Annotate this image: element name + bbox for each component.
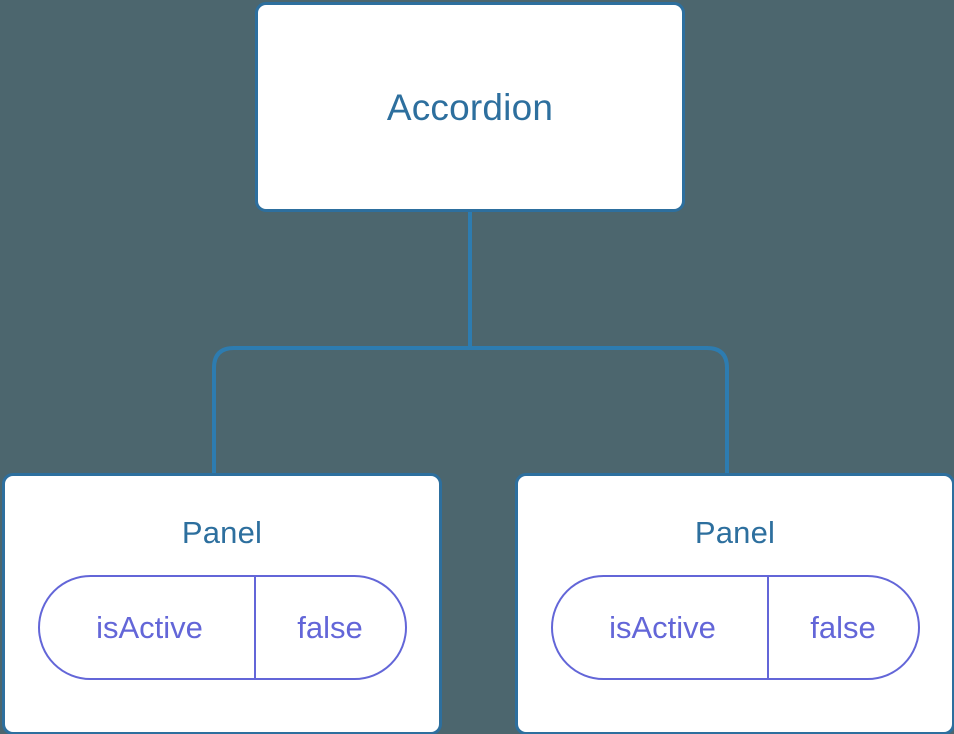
node-panel-0-pill-divider bbox=[253, 577, 256, 678]
node-panel-1-title: Panel bbox=[694, 515, 776, 550]
edge-root-to-panel-0 bbox=[212, 346, 470, 476]
node-panel-0-state-key: isActive bbox=[96, 609, 203, 645]
node-accordion-title: Accordion bbox=[386, 86, 554, 128]
node-panel-1[interactable]: Panel isActive false bbox=[515, 473, 954, 734]
node-panel-0[interactable]: Panel isActive false bbox=[2, 473, 442, 734]
node-panel-1-state-key: isActive bbox=[609, 609, 716, 645]
node-accordion[interactable]: Accordion bbox=[255, 2, 685, 212]
node-panel-0-state-pill[interactable]: isActive false bbox=[37, 575, 407, 680]
edge-root-to-panel-1 bbox=[470, 346, 729, 476]
node-panel-1-pill-divider bbox=[766, 577, 769, 678]
node-panel-1-state-value: false bbox=[810, 609, 876, 645]
node-panel-0-title: Panel bbox=[181, 515, 263, 550]
node-panel-1-state-pill[interactable]: isActive false bbox=[550, 575, 920, 680]
node-panel-0-state-value: false bbox=[297, 609, 363, 645]
